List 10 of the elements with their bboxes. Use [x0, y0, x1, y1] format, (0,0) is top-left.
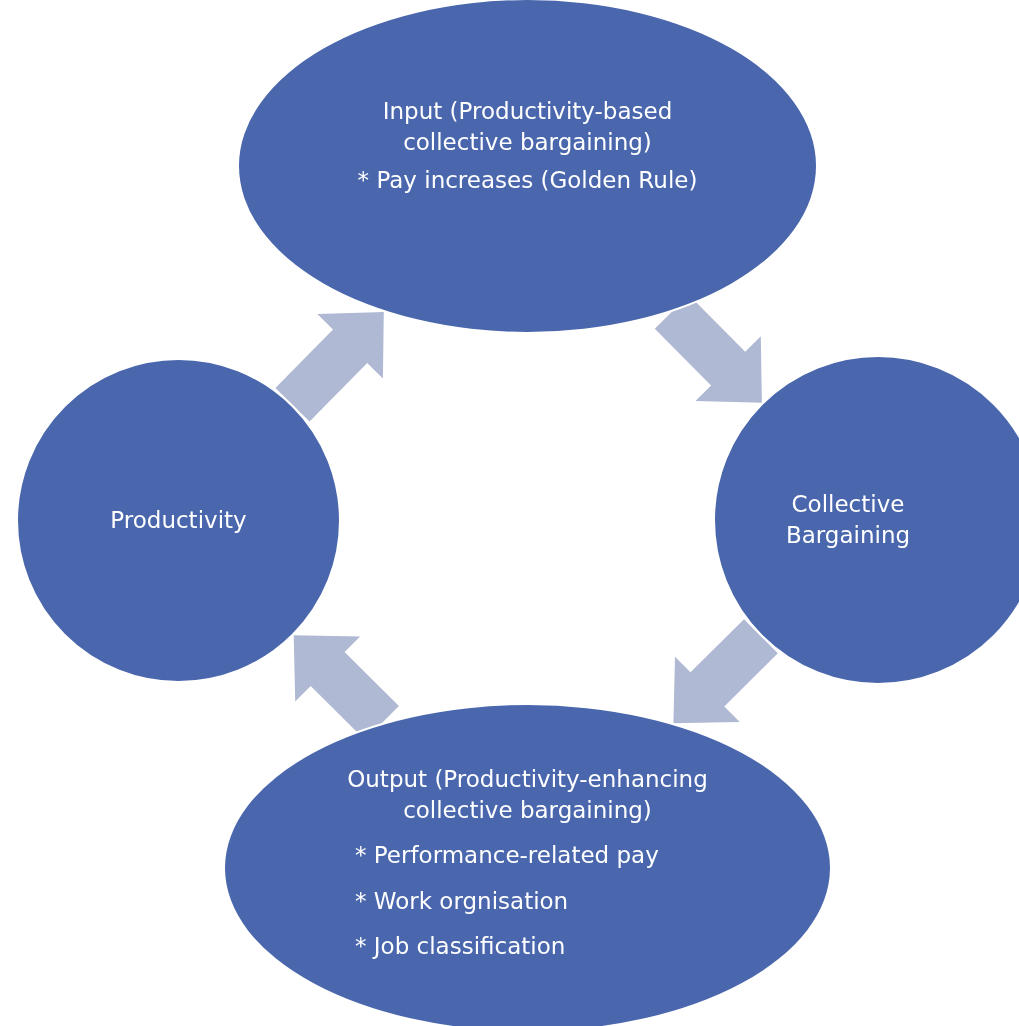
- bullet-item: * Job classification: [355, 931, 566, 961]
- block-arrow: [275, 312, 384, 422]
- node-label: Productivity: [110, 505, 247, 535]
- block-arrow: [673, 619, 778, 724]
- node-label: Output (Productivity-enhancing collective bargaining): [346, 765, 709, 826]
- bullet-item: * Pay increases (Golden Rule): [357, 165, 698, 195]
- bullet-item: * Work orgnisation: [355, 886, 569, 916]
- bullet-item: * Performance-related pay: [355, 841, 659, 871]
- node-label: Input (Productivity-based collective bargaining): [381, 97, 674, 158]
- node-label: Collective Bargaining: [784, 489, 912, 550]
